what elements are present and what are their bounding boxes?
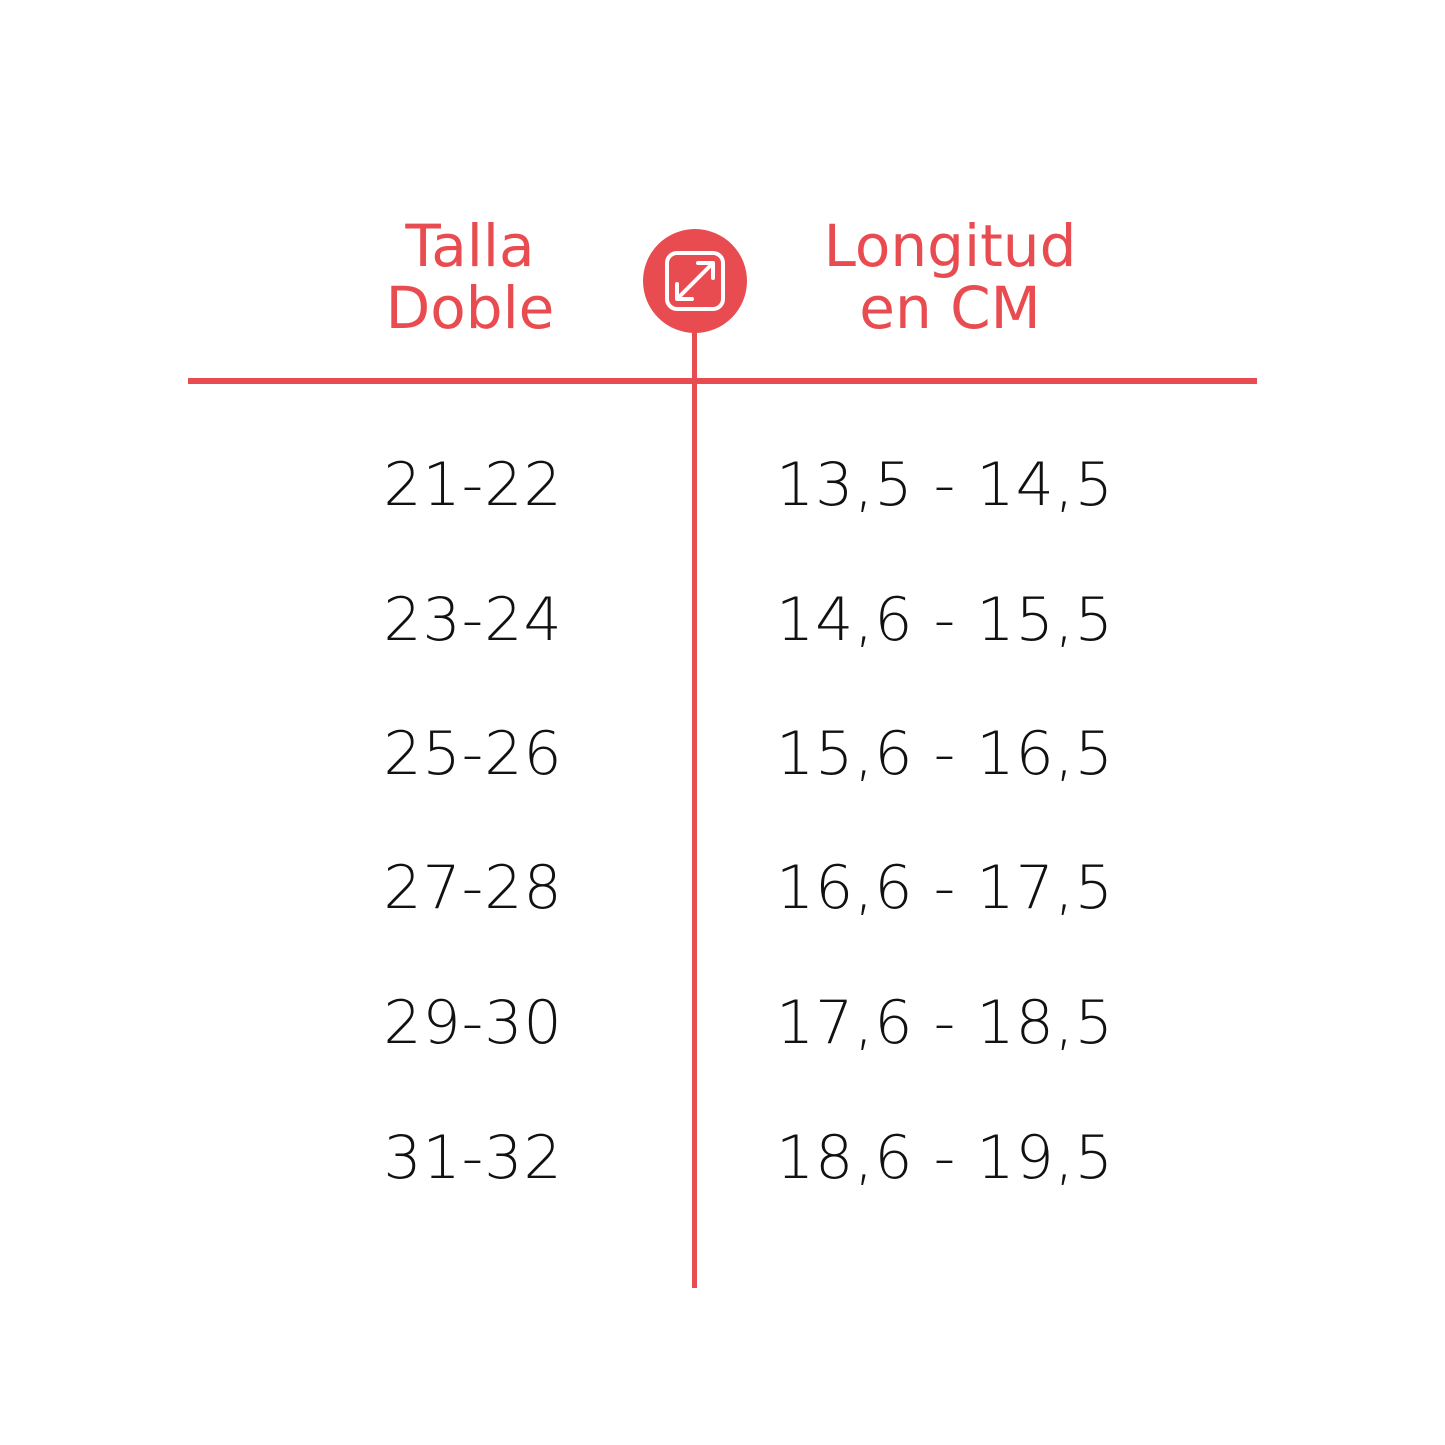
talla-cell: 29-30 [383, 988, 563, 1058]
talla-cell: 21-22 [383, 450, 563, 520]
header-divider [188, 378, 1257, 384]
talla-cell: 27-28 [383, 853, 563, 923]
longitud-cell: 14,6 - 15,5 [776, 585, 1114, 655]
talla-cell: 23-24 [383, 585, 563, 655]
longitud-cell: 15,6 - 16,5 [776, 719, 1114, 789]
column-header-talla: Talla Doble [320, 215, 620, 339]
longitud-cell: 17,6 - 18,5 [776, 988, 1114, 1058]
table-row: 21-22 13,5 - 14,5 [0, 445, 1445, 525]
longitud-cell: 16,6 - 17,5 [776, 853, 1114, 923]
table-row: 29-30 17,6 - 18,5 [0, 983, 1445, 1063]
table-row: 27-28 16,6 - 17,5 [0, 848, 1445, 928]
talla-cell: 31-32 [383, 1123, 563, 1193]
column-header-longitud: Longitud en CM [770, 215, 1130, 339]
header-left-line-1: Talla [405, 212, 535, 280]
table-row: 31-32 18,6 - 19,5 [0, 1118, 1445, 1198]
header-left-line-2: Doble [385, 274, 555, 342]
longitud-cell: 13,5 - 14,5 [776, 450, 1114, 520]
longitud-cell: 18,6 - 19,5 [776, 1123, 1114, 1193]
header-right-line-1: Longitud [823, 212, 1077, 280]
resize-arrows-icon [643, 229, 747, 333]
table-row: 25-26 15,6 - 16,5 [0, 714, 1445, 794]
talla-cell: 25-26 [383, 719, 563, 789]
table-row: 23-24 14,6 - 15,5 [0, 580, 1445, 660]
header-right-line-2: en CM [859, 274, 1041, 342]
column-divider [692, 330, 697, 1288]
